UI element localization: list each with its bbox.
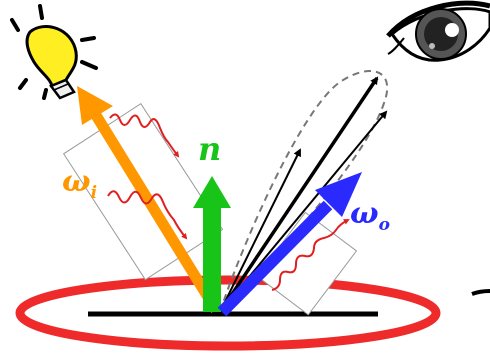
outgoing-subscript: o bbox=[379, 215, 390, 235]
incident-symbol: ω bbox=[62, 164, 91, 199]
incident-subscript: i bbox=[91, 183, 97, 203]
outgoing-label: ωo bbox=[350, 196, 390, 235]
eye-icon bbox=[388, 3, 490, 60]
stray-mark bbox=[472, 291, 490, 294]
light-bulb-icon bbox=[12, 6, 96, 98]
incident-label: ωi bbox=[62, 164, 97, 203]
normal-label: n bbox=[198, 130, 221, 168]
outgoing-symbol: ω bbox=[350, 196, 379, 231]
normal-symbol: n bbox=[198, 130, 221, 168]
